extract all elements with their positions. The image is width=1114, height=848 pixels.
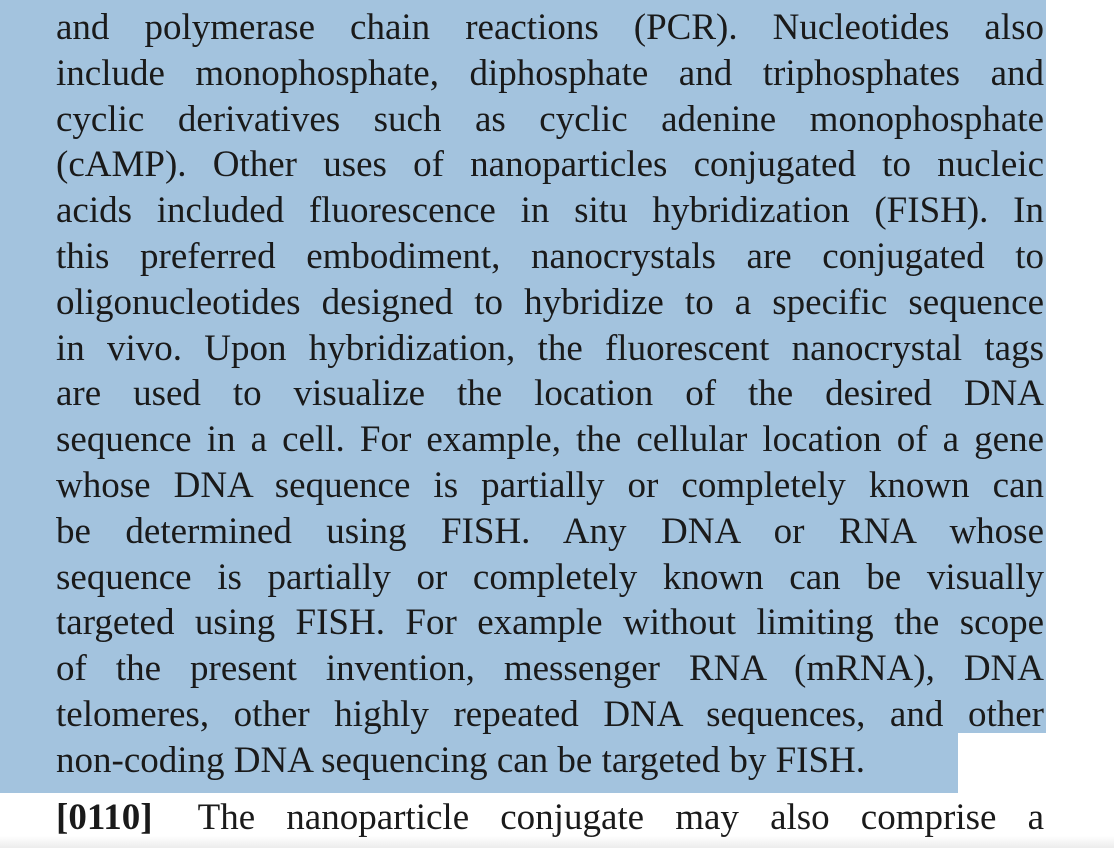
paragraph-number: [0110] (56, 797, 153, 838)
text-line: whose DNA sequence is partially or compl… (56, 464, 1044, 506)
selected-paragraph[interactable]: and polymerase chain reactions (PCR). Nu… (56, 5, 1044, 784)
text-line: telomeres, other highly repeated DNA seq… (56, 693, 1044, 735)
text-line: cyclic derivatives such as cyclic adenin… (56, 98, 1044, 140)
text-line: oligonucleotides designed to hybridize t… (56, 281, 1044, 323)
text-line: include monophosphate, diphosphate and t… (56, 52, 1044, 94)
paragraph-first-line: The nanoparticle conjugate may also comp… (197, 797, 1044, 838)
next-paragraph[interactable]: [0110] The nanoparticle conjugate may als… (56, 795, 1044, 841)
next-paragraph-line: [0110] The nanoparticle conjugate may als… (56, 795, 1044, 841)
bottom-edge (0, 836, 1114, 848)
text-line: in vivo. Upon hybridization, the fluores… (56, 327, 1044, 369)
text-line: are used to visualize the location of th… (56, 373, 1044, 415)
text-line: targeted using FISH. For example without… (56, 602, 1044, 644)
text-line: sequence in a cell. For example, the cel… (56, 419, 1044, 461)
selection-highlight (0, 0, 1046, 733)
selection-highlight-last-line (0, 733, 958, 793)
text-line: be determined using FISH. Any DNA or RNA… (56, 510, 1044, 552)
text-line: of the present invention, messenger RNA … (56, 648, 1044, 690)
text-line: acids included fluorescence in situ hybr… (56, 190, 1044, 232)
text-line: this preferred embodiment, nanocrystals … (56, 235, 1044, 277)
text-line-last: non-coding DNA sequencing can be targete… (56, 739, 866, 781)
text-line: and polymerase chain reactions (PCR). Nu… (56, 7, 1044, 48)
text-line: sequence is partially or completely know… (56, 556, 1044, 598)
paragraph-gap (153, 795, 198, 841)
text-line: (cAMP). Other uses of nanoparticles conj… (56, 144, 1044, 186)
